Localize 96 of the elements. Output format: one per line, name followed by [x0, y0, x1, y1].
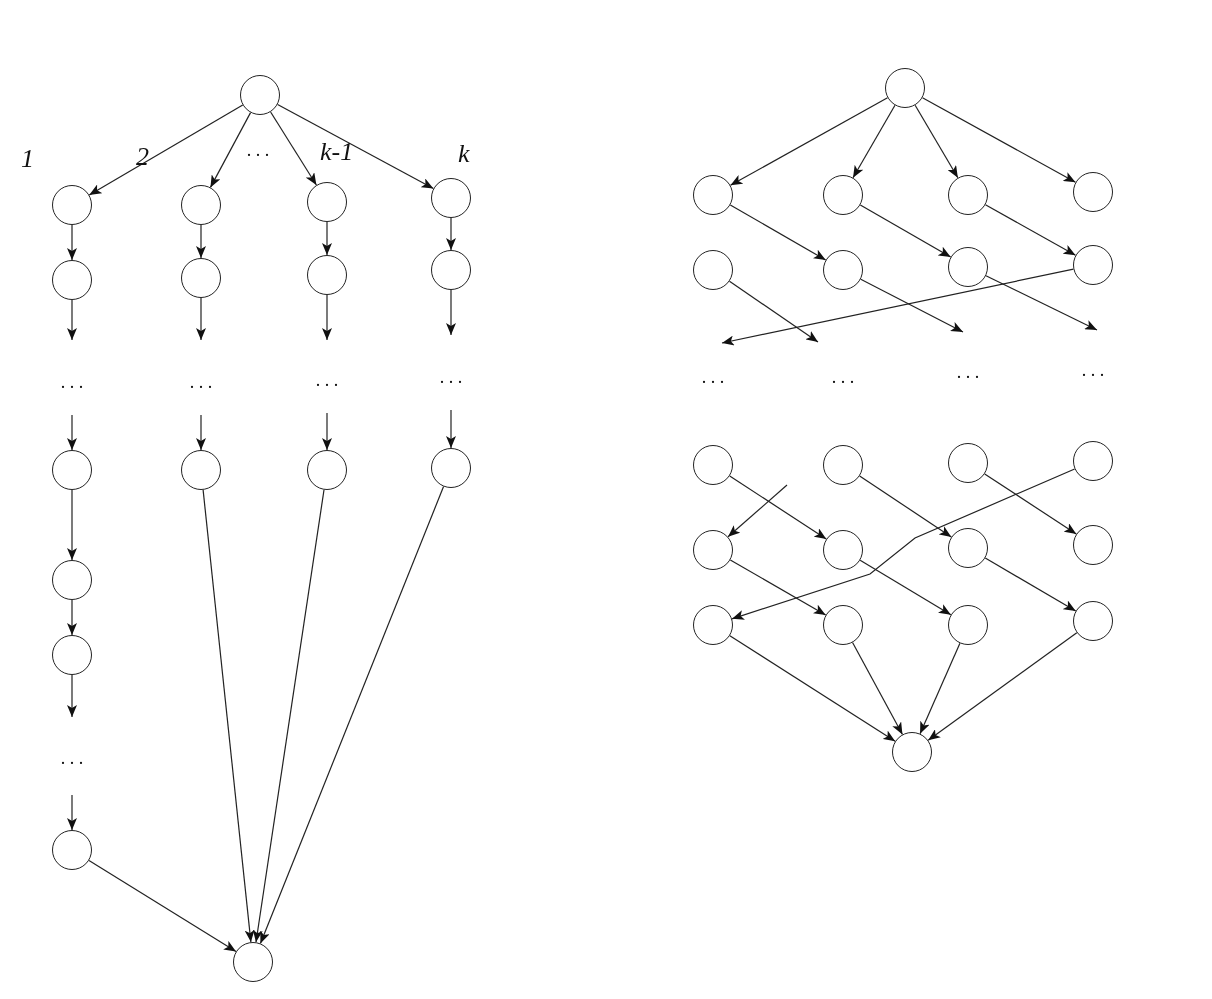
circle-node	[823, 445, 863, 485]
arrow	[914, 104, 959, 179]
arrow	[852, 104, 896, 179]
arrow	[446, 289, 456, 336]
ellipsis: . . .	[439, 368, 463, 386]
circle-node	[431, 448, 471, 488]
circle-node	[892, 732, 932, 772]
arrow	[67, 224, 77, 261]
ellipsis: . . .	[701, 368, 725, 386]
circle-node	[693, 250, 733, 290]
ellipsis: . . .	[60, 749, 84, 767]
ellipsis: . . .	[246, 141, 270, 159]
arrow	[67, 599, 77, 636]
arrow	[88, 859, 237, 953]
branch-number: k	[458, 141, 470, 167]
arrow	[860, 278, 964, 333]
ellipsis: . . .	[1081, 361, 1105, 379]
arrow	[859, 475, 952, 538]
circle-node	[885, 68, 925, 108]
arrow	[252, 489, 325, 943]
circle-node	[823, 175, 863, 215]
arrow	[322, 221, 332, 256]
circle-node	[693, 605, 733, 645]
circle-node	[307, 450, 347, 490]
arrow	[851, 641, 904, 736]
circle-node	[948, 247, 988, 287]
arrow	[322, 412, 332, 451]
arrow	[984, 473, 1077, 535]
circle-node	[693, 445, 733, 485]
circle-node	[52, 635, 92, 675]
arrow	[196, 297, 206, 341]
circle-node	[181, 450, 221, 490]
circle-node	[181, 258, 221, 298]
arrow	[67, 414, 77, 451]
arrow	[984, 204, 1077, 256]
arrow	[259, 485, 445, 945]
arrow	[196, 414, 206, 451]
circle-node	[1073, 525, 1113, 565]
arrow	[727, 484, 788, 538]
arrow	[67, 674, 77, 718]
arrow	[67, 489, 77, 561]
ellipsis: . . .	[60, 373, 84, 391]
arrow	[728, 280, 819, 343]
circle-node	[240, 75, 280, 115]
circle-node	[948, 175, 988, 215]
arrow	[446, 409, 456, 449]
branch-number: 2	[136, 144, 149, 170]
arrow	[729, 204, 827, 261]
arrow	[209, 112, 252, 188]
arrow	[67, 794, 77, 831]
circle-node	[52, 260, 92, 300]
arrow	[985, 275, 1098, 331]
circle-node	[1073, 601, 1113, 641]
branch-number: 1	[21, 146, 34, 172]
circle-node	[1073, 172, 1113, 212]
arrow	[270, 111, 317, 186]
arrow	[729, 475, 827, 540]
ellipsis: . . .	[956, 363, 980, 381]
arrow	[859, 204, 952, 258]
arrow	[984, 557, 1077, 612]
circle-node	[823, 530, 863, 570]
circle-node	[52, 450, 92, 490]
circle-node	[823, 250, 863, 290]
circle-node	[948, 605, 988, 645]
circle-node	[307, 255, 347, 295]
branch-number: k-1	[320, 139, 354, 165]
circle-node	[693, 530, 733, 570]
arrow	[927, 632, 1078, 741]
circle-node	[693, 175, 733, 215]
ellipsis: . . .	[315, 371, 339, 389]
arrow	[88, 104, 244, 196]
arrow	[921, 97, 1077, 183]
arrow	[729, 97, 889, 186]
arrow	[731, 468, 1076, 620]
circle-node	[233, 942, 273, 982]
circle-node	[1073, 245, 1113, 285]
arrow	[919, 642, 961, 735]
circle-node	[52, 830, 92, 870]
arrow	[67, 299, 77, 341]
arrow	[729, 559, 827, 616]
circle-node	[823, 605, 863, 645]
arrow	[721, 268, 1075, 346]
arrow	[446, 217, 456, 251]
circle-node	[948, 443, 988, 483]
arrow	[202, 489, 255, 943]
arrow	[729, 635, 896, 742]
arrow	[277, 103, 434, 190]
circle-node	[948, 528, 988, 568]
circle-node	[431, 250, 471, 290]
ellipsis: . . .	[831, 368, 855, 386]
arrow	[322, 294, 332, 341]
circle-node	[1073, 441, 1113, 481]
circle-node	[52, 560, 92, 600]
ellipsis: . . .	[189, 373, 213, 391]
arrow	[859, 559, 952, 616]
arrow	[196, 224, 206, 259]
